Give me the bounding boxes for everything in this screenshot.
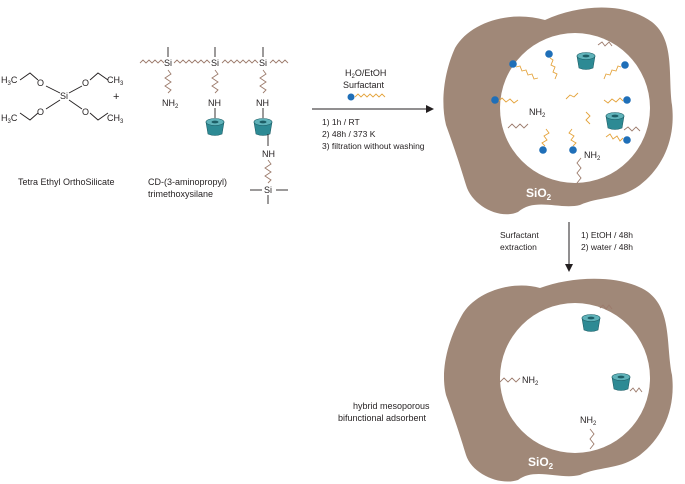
solvent-label: H2O/EtOH bbox=[345, 68, 386, 80]
condition-1: 1) 1h / RT bbox=[322, 117, 360, 127]
nh2-group: NH2 bbox=[584, 150, 601, 162]
surfactant-molecules bbox=[491, 50, 631, 154]
si-atom-3: Si bbox=[259, 58, 267, 68]
condition-5: 2) water / 48h bbox=[581, 242, 633, 252]
sio2-label-2: SiO2 bbox=[528, 455, 554, 471]
cyclodextrin-icon bbox=[253, 118, 273, 136]
teos-ch3-lower-left: H3C bbox=[1, 113, 18, 125]
condition-3: 3) filtration without washing bbox=[322, 141, 425, 151]
si-atom-1: Si bbox=[164, 58, 172, 68]
teos-o-upper-left: O bbox=[37, 78, 44, 88]
plus-sign: + bbox=[113, 91, 119, 103]
product-name-line2: bifunctional adsorbent bbox=[338, 413, 427, 423]
silica-particle-final: SiO2 NH2 NH2 hybrid mesoporous bifunctio… bbox=[338, 278, 673, 482]
teos-molecule: Si O O O O H3C CH3 H3C CH3 Tetra Ethyl O… bbox=[1, 72, 124, 187]
nh2-group: NH2 bbox=[580, 415, 597, 427]
si-atom-2: Si bbox=[211, 58, 219, 68]
teos-si: Si bbox=[60, 91, 68, 101]
cd-silane-structure: Si Si Si NH2 NH NH NH Si CD-(3-aminoprop… bbox=[139, 47, 289, 204]
teos-o-lower-right: O bbox=[82, 107, 89, 117]
cyclodextrin-icon bbox=[205, 118, 225, 136]
nh2-group: NH2 bbox=[529, 107, 546, 119]
cd-silane-name-line2: trimethoxysilane bbox=[148, 189, 213, 199]
cyclodextrin-icon bbox=[581, 314, 601, 332]
teos-ch3-upper-right: CH3 bbox=[107, 75, 124, 87]
teos-ch3-upper-left: H3C bbox=[1, 75, 18, 87]
nh2-group: NH2 bbox=[522, 375, 539, 387]
surfactant-extraction-line2: extraction bbox=[500, 242, 537, 252]
cyclodextrin-icon bbox=[576, 52, 596, 70]
surfactant-head-icon bbox=[347, 93, 355, 101]
product-name-line1: hybrid mesoporous bbox=[353, 401, 430, 411]
sio2-label-1: SiO2 bbox=[526, 186, 552, 202]
teos-name: Tetra Ethyl OrthoSilicate bbox=[18, 177, 115, 187]
condition-2: 2) 48h / 373 K bbox=[322, 129, 376, 139]
amine-nh-2: NH bbox=[256, 98, 269, 108]
teos-o-lower-left: O bbox=[37, 107, 44, 117]
amine-nh2: NH2 bbox=[162, 98, 179, 110]
silica-particle-with-surfactant: SiO2 NH2 NH2 bbox=[443, 7, 673, 215]
teos-ch3-lower-right: CH3 bbox=[107, 113, 124, 125]
teos-o-upper-right: O bbox=[82, 78, 89, 88]
surfactant-extraction-line1: Surfactant bbox=[500, 230, 539, 240]
amine-nh-3: NH bbox=[262, 149, 275, 159]
cd-silane-name-line1: CD-(3-aminopropyl) bbox=[148, 177, 227, 187]
condition-4: 1) EtOH / 48h bbox=[581, 230, 633, 240]
surfactant-label: Surfactant bbox=[343, 80, 385, 90]
reaction-step-2: Surfactant extraction 1) EtOH / 48h 2) w… bbox=[500, 222, 633, 272]
reaction-step-1: H2O/EtOH Surfactant 1) 1h / RT 2) 48h / … bbox=[312, 68, 434, 151]
si-atom-4: Si bbox=[264, 185, 272, 195]
amine-nh-1: NH bbox=[208, 98, 221, 108]
cyclodextrin-icon bbox=[611, 373, 631, 391]
cyclodextrin-icon bbox=[605, 112, 625, 130]
